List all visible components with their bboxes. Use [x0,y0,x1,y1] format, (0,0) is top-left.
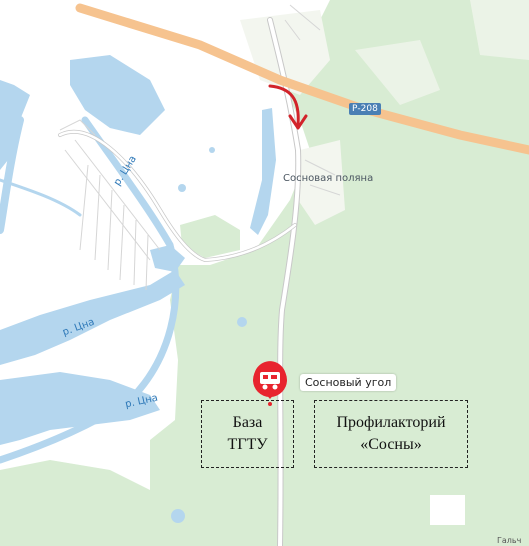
place-label-sosnovaya-polyana[interactable]: Сосновая поляна [283,173,374,184]
clearings [240,0,529,525]
edge-place-label: Гальч [497,536,522,545]
route-badge: Р-208 [349,103,381,115]
box-baza-line-2: ТГТУ [227,436,268,453]
street-grid [59,4,341,291]
red-arrow [268,84,308,130]
box-baza-tgtu: База ТГТУ [201,400,294,468]
box-profilaktoriy: Профилакторий «Сосны» [314,400,468,468]
poi-label[interactable]: Сосновый угол [300,374,397,391]
box-profilaktoriy-line-2: «Сосны» [360,436,422,453]
box-baza-line-1: База [232,414,263,431]
camp-trailer-icon[interactable] [253,361,287,406]
box-profilaktoriy-line-1: Профилакторий [336,414,446,431]
highway-r208 [75,3,529,155]
water-bodies [0,55,276,523]
